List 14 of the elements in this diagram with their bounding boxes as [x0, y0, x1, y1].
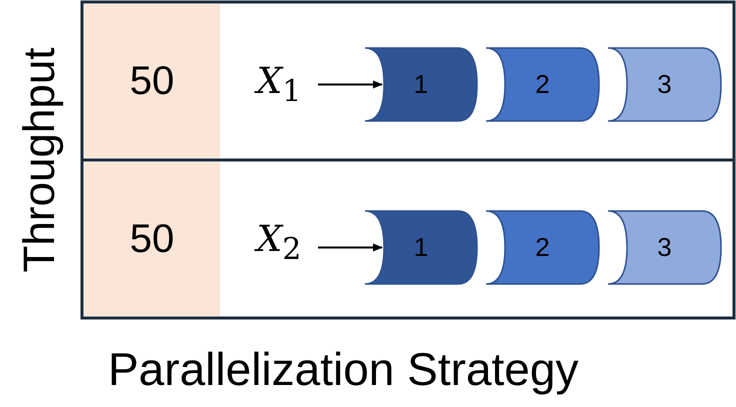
- axis-title: Throughput: [15, 47, 65, 273]
- stage-number: 2: [534, 232, 551, 264]
- throughput-value: 50: [84, 162, 220, 316]
- throughput-value: 50: [84, 4, 220, 158]
- stage-number: 2: [534, 68, 551, 100]
- arrow: [318, 244, 383, 252]
- stage-number: 1: [412, 68, 430, 100]
- axis-title: Parallelization Strategy: [108, 342, 578, 396]
- input-label: X$_{2}$: [256, 218, 302, 268]
- stage-number: 3: [656, 232, 673, 264]
- stage-number: 1: [412, 232, 430, 264]
- stage-number: 3: [656, 68, 673, 100]
- arrow: [318, 80, 383, 88]
- input-label: X$_{1}$: [256, 60, 302, 110]
